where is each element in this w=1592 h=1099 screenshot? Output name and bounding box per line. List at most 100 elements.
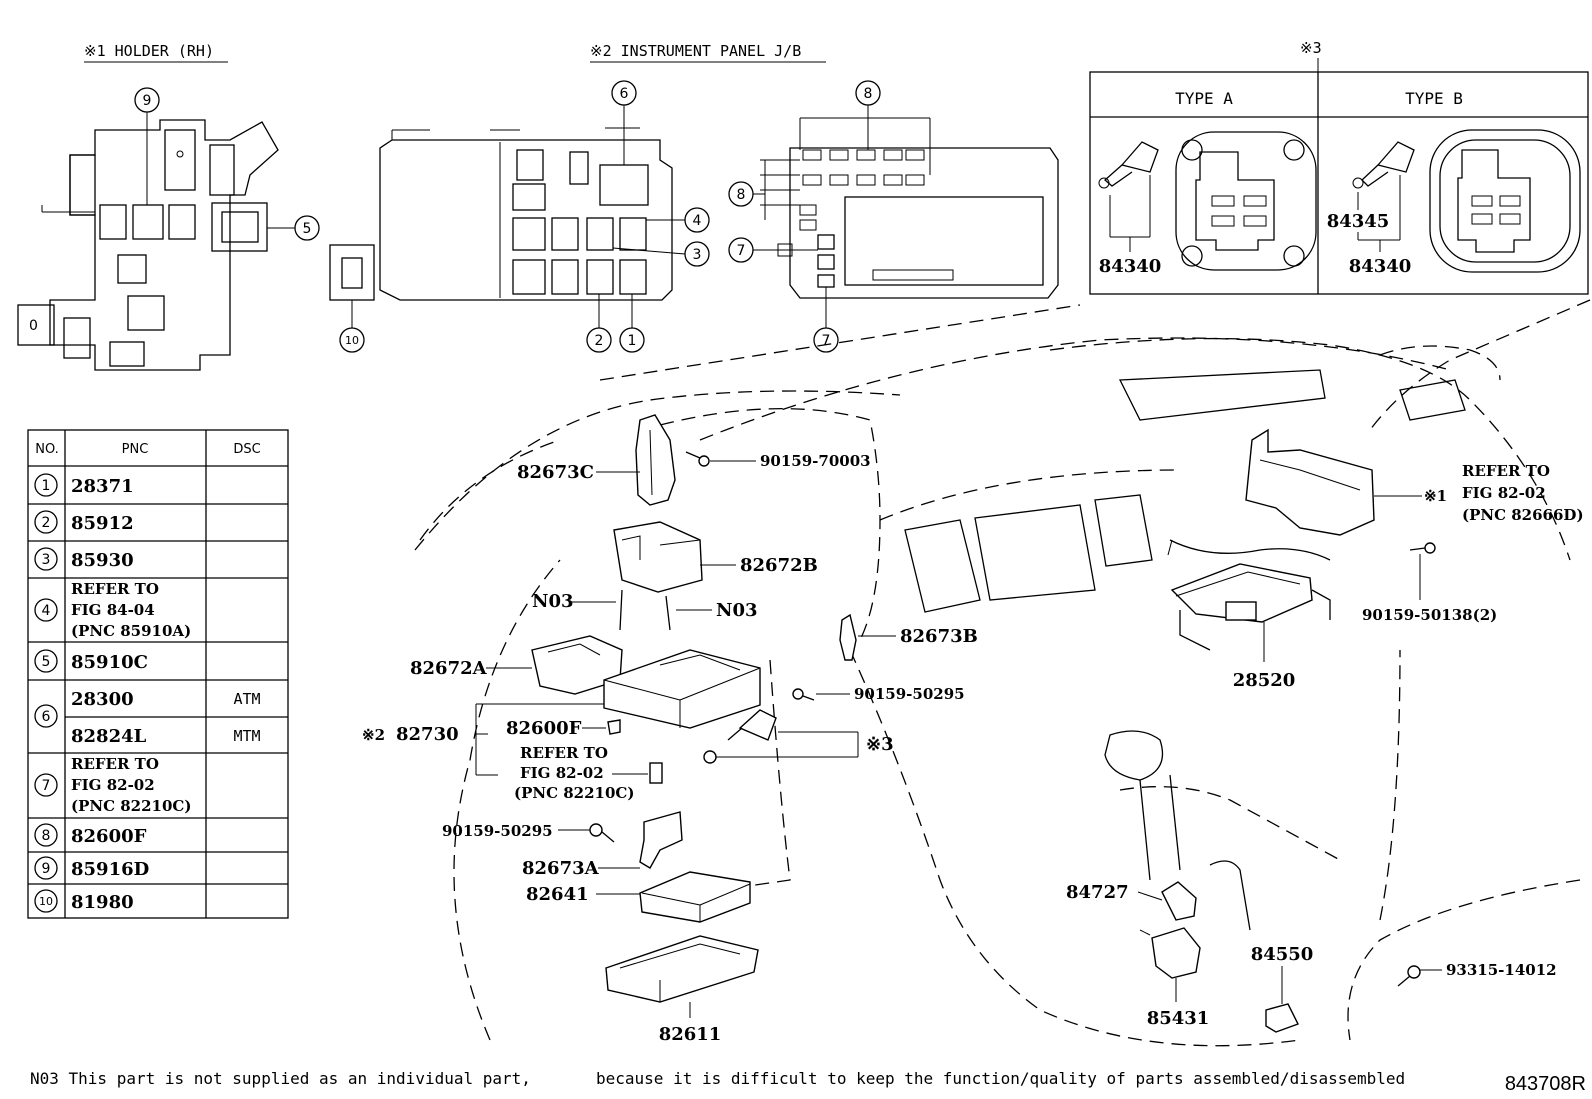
table-row-9-no: 9 [42, 861, 51, 877]
table-row-1-no: 1 [42, 478, 51, 494]
callout-3: 3 [693, 247, 702, 263]
table-row-7-pnc-line1: REFER TO [71, 755, 159, 773]
label-82611: 82611 [659, 1024, 722, 1045]
label-refer-82210c-line2: FIG 82-02 [520, 764, 604, 782]
label-28520: 28520 [1233, 670, 1296, 691]
bracket-82673c [635, 414, 676, 506]
table-row-7-pnc-line3: (PNC 82210C) [71, 797, 191, 815]
bracket-82673a [639, 811, 683, 869]
part-85431 [1139, 927, 1201, 979]
table-row-4-pnc-line1: REFER TO [71, 580, 159, 598]
cover-82641 [639, 871, 751, 923]
label-93315-14012: 93315-14012 [1446, 961, 1557, 979]
bracket-82673b [839, 613, 857, 661]
junction-block-82730 [603, 649, 761, 729]
table-row-5-pnc: 85910C [71, 652, 148, 673]
relay-block-82672b [613, 521, 703, 593]
screw-93315-14012 [1397, 965, 1421, 987]
table-row-4-pnc-line2: FIG 84-04 [71, 601, 155, 619]
label-85431: 85431 [1147, 1008, 1210, 1029]
callout-4: 4 [693, 213, 702, 229]
type-b-label: TYPE B [1405, 89, 1463, 108]
table-row-6b-dsc: MTM [233, 727, 260, 745]
table-row-7-pnc-line2: FIG 82-02 [71, 776, 155, 794]
label-84550: 84550 [1251, 944, 1314, 965]
label-82672a: 82672A [410, 658, 488, 679]
label-82730-prefix: ※2 [362, 726, 385, 744]
label-refer-82666d-line1: REFER TO [1462, 462, 1550, 480]
type-b-part-label-1: 84345 [1327, 211, 1390, 232]
switch-note3 [703, 709, 777, 764]
callout-8-left: 8 [737, 187, 746, 203]
dashboard-outline [414, 299, 1591, 1047]
table-row-3-no: 3 [42, 552, 51, 568]
label-82600f: 82600F [506, 718, 582, 739]
part-84727 [1161, 881, 1197, 921]
label-n03-left: N03 [532, 591, 574, 612]
table-row-10-pnc: 81980 [71, 892, 134, 913]
label-82673b: 82673B [900, 626, 978, 647]
screw-90159-50295-lower [589, 823, 615, 843]
figure-code: 843708R [1505, 1073, 1586, 1095]
table-row-6b-pnc: 82824L [71, 726, 147, 747]
label-refer-82666d-prefix: ※1 [1424, 487, 1447, 505]
screw-90159-50138 [1409, 542, 1436, 554]
label-refer-82210c-line1: REFER TO [520, 744, 608, 762]
label-82673c: 82673C [517, 462, 594, 483]
tray-82611 [605, 935, 759, 1003]
table-row-7-no: 7 [42, 778, 51, 794]
callout-10: 10 [345, 334, 359, 347]
junction-block-heading: ※2 INSTRUMENT PANEL J/B [590, 42, 801, 60]
callout-5: 5 [303, 221, 312, 237]
table-row-6-no: 6 [42, 709, 51, 725]
callout-7-bottom: 7 [822, 333, 831, 349]
screw-90159-50295-upper [792, 688, 815, 701]
table-row-4-no: 4 [42, 603, 51, 619]
note3-heading: ※3 [1300, 39, 1322, 57]
dashboard-details [904, 369, 1466, 931]
holder-drawing [17, 119, 279, 371]
table-row-4-pnc-line3: (PNC 85910A) [71, 622, 191, 640]
label-90159-50295-upper: 90159-50295 [854, 685, 965, 703]
footnote-b: because it is difficult to keep the func… [596, 1069, 1405, 1088]
label-82672b: 82672B [740, 555, 818, 576]
table-row-5-no: 5 [42, 654, 51, 670]
table-row-8-no: 8 [42, 828, 51, 844]
junction-block-front [329, 127, 673, 301]
table-row-9-pnc: 85916D [71, 859, 149, 880]
label-refer-82666d-line2: FIG 82-02 [1462, 484, 1546, 502]
table-row-1-pnc: 28371 [71, 476, 134, 497]
label-note3-callout: ※3 [866, 734, 894, 755]
callout-2: 2 [595, 333, 604, 349]
label-90159-70003: 90159-70003 [760, 452, 871, 470]
label-refer-82666d-line3: (PNC 82666D) [1462, 506, 1584, 524]
label-n03-right: N03 [716, 600, 758, 621]
table-row-10-no: 10 [39, 895, 53, 908]
callout-6: 6 [620, 86, 629, 102]
table-header-pnc: PNC [122, 442, 149, 457]
footnote-a: N03 This part is not supplied as an indi… [30, 1069, 531, 1088]
junction-block-rear [760, 117, 1059, 299]
table-row-2-pnc: 85912 [71, 513, 134, 534]
label-90159-50138: 90159-50138(2) [1362, 606, 1497, 624]
table-header-no: NO. [35, 442, 59, 457]
part-84550 [1265, 1003, 1299, 1033]
svg-text:0: 0 [29, 318, 38, 334]
label-82673a: 82673A [522, 858, 600, 879]
parts-table [27, 429, 289, 919]
table-row-3-pnc: 85930 [71, 550, 134, 571]
holder-heading: ※1 HOLDER (RH) [84, 42, 214, 60]
table-row-6a-dsc: ATM [233, 690, 260, 708]
switch-type-b [1352, 129, 1581, 273]
table-row-6a-pnc: 28300 [71, 689, 134, 710]
switch-type-a [1098, 131, 1317, 271]
type-box [1089, 58, 1589, 295]
screw-90159-70003 [685, 451, 710, 467]
table-row-8-pnc: 82600F [71, 826, 147, 847]
module-82666d [1245, 428, 1375, 536]
type-a-part-label: 84340 [1099, 256, 1162, 277]
callout-7-left: 7 [737, 243, 746, 259]
ecu-28520 [1167, 539, 1331, 651]
label-82730: 82730 [396, 724, 459, 745]
